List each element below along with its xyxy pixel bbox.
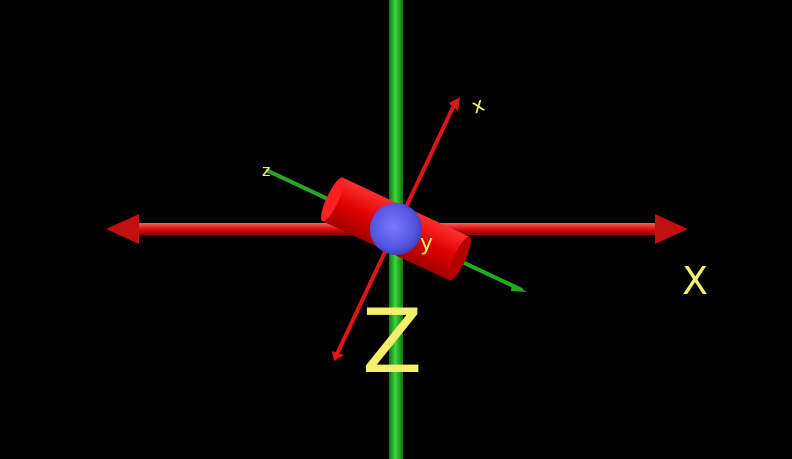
cylinder-cap-right — [447, 236, 471, 281]
global-x-axis-arrow-right-icon — [655, 214, 688, 244]
local-x-arrow-up-icon — [449, 97, 460, 111]
global-x-axis-arrow-left-icon — [106, 214, 139, 244]
local-z-label: z — [262, 161, 270, 180]
local-x-label: x — [468, 92, 487, 119]
local-y-label: y — [420, 231, 433, 256]
sphere-joint[interactable] — [370, 203, 422, 255]
local-x-arrow-down-icon — [332, 351, 344, 361]
x-axis-label: X — [682, 259, 708, 303]
local-y-arrow-icon — [511, 283, 527, 292]
cylinder-cap-left — [321, 177, 345, 222]
z-axis-label: Z — [362, 290, 422, 393]
